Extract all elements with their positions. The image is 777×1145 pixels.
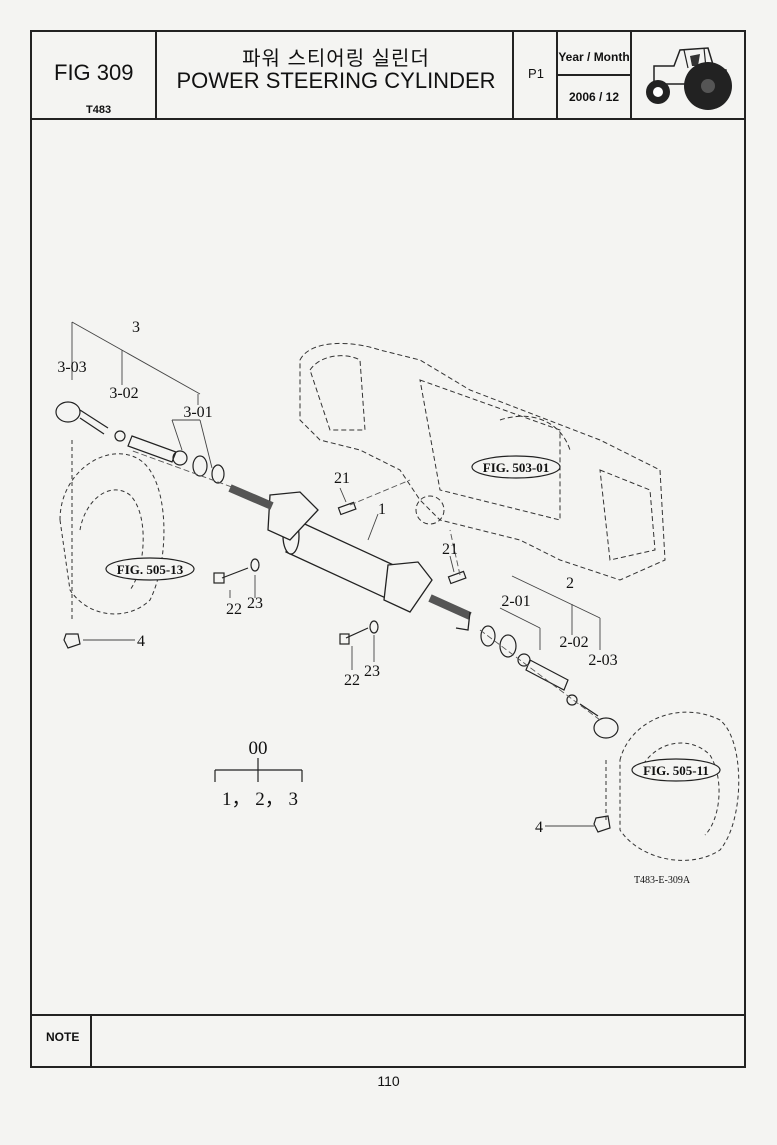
fig-ref-503-01: FIG. 503-01 [483, 460, 549, 475]
callout-4a: 4 [137, 633, 145, 650]
note-label: NOTE [46, 1030, 80, 1044]
left-tie-rod [55, 401, 225, 484]
callout-22b: 22 [344, 672, 360, 689]
header-divider-v1 [155, 30, 157, 120]
note-divider-v [90, 1014, 92, 1068]
small-hardware [63, 501, 611, 833]
callout-2-02: 2-02 [559, 634, 588, 651]
page-frame [30, 30, 746, 1068]
fig-ref-505-11: FIG. 505-11 [643, 763, 709, 778]
assembly-children: 1， 2， 3 [222, 789, 298, 810]
cylinder-body [228, 484, 472, 631]
title-korean: 파워 스티어링 실린더 [242, 48, 430, 70]
page-code: P1 [528, 66, 544, 81]
callout-21b: 21 [442, 541, 458, 558]
year-month-label: Year / Month [558, 50, 630, 64]
fig-ref-505-13: FIG. 505-13 [117, 562, 184, 577]
header-divider-v2 [512, 30, 514, 120]
fig-number: FIG 309 [54, 60, 134, 85]
tractor-icon [646, 47, 732, 110]
callout-3-01: 3-01 [183, 404, 212, 421]
callout-23b: 23 [364, 663, 380, 680]
callout-23a: 23 [247, 595, 263, 612]
page-number: 110 [377, 1073, 400, 1089]
axle-housing [299, 342, 666, 581]
title-english: POWER STEERING CYLINDER [176, 68, 496, 93]
callout-3: 3 [132, 319, 140, 336]
callout-3-02: 3-02 [109, 385, 138, 402]
assembly-bracket [214, 758, 303, 782]
right-knuckle [605, 711, 740, 861]
exploded-diagram: FIG. 503-01 FIG. 505-13 FIG. 505-11 3 3-… [55, 319, 740, 886]
assembly-parent: 00 [249, 738, 268, 759]
callout-21a: 21 [334, 470, 350, 487]
drawing-number: T483-E-309A [634, 875, 691, 886]
year-month-divider [556, 74, 632, 76]
model-code: T483 [86, 104, 112, 116]
year-month-value: 2006 / 12 [568, 90, 620, 104]
callout-3-03: 3-03 [57, 359, 86, 376]
right-tie-rod [480, 625, 619, 739]
callout-22a: 22 [226, 601, 242, 618]
callout-2-03: 2-03 [588, 652, 617, 669]
note-divider [30, 1014, 746, 1016]
callout-2-01: 2-01 [501, 593, 530, 610]
callout-4b: 4 [535, 819, 543, 836]
header-divider [30, 118, 746, 120]
left-knuckle [59, 440, 165, 620]
callout-2: 2 [566, 575, 574, 592]
leader-lines [71, 321, 601, 827]
callout-1: 1 [378, 501, 386, 518]
